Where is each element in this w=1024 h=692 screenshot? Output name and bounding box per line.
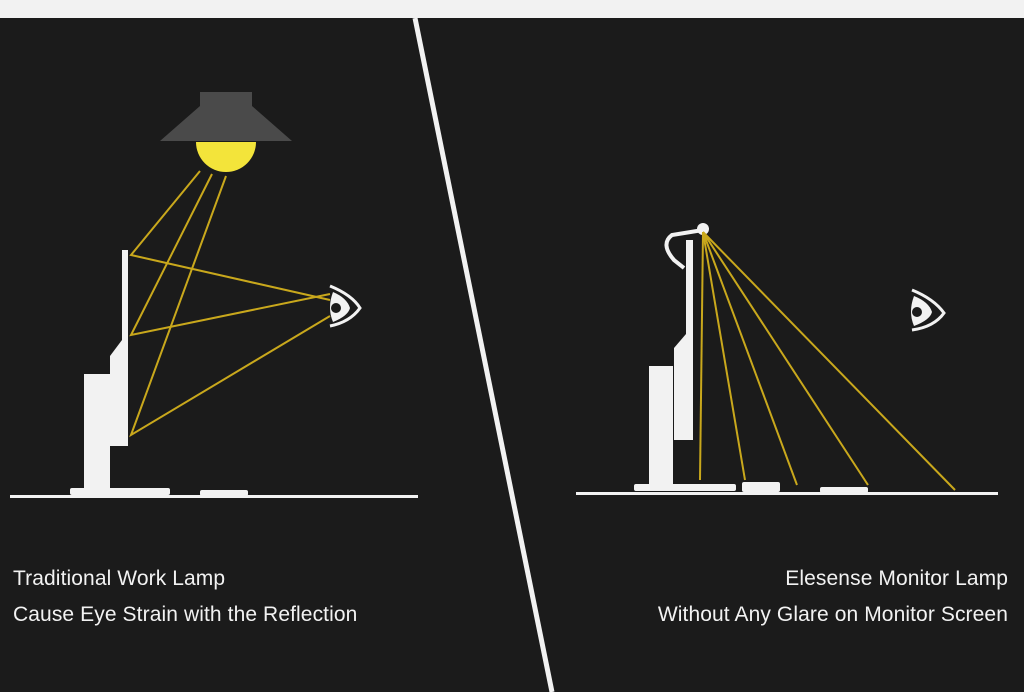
right-caption-subtitle: Without Any Glare on Monitor Screen [657,603,1008,626]
reflected-light-rays [129,170,331,438]
eye-icon [911,288,946,332]
downward-light-rays [699,231,956,491]
monitor-icon [70,250,170,495]
keyboard-icon [200,490,248,496]
desk-surface [10,495,418,498]
eye-icon [329,284,362,328]
right-caption: Elesense Monitor Lamp Without Any Glare … [658,561,1008,633]
left-panel [10,92,418,498]
top-strip [0,0,1024,18]
ceiling-lamp-icon [160,92,292,172]
monitor-icon [634,240,736,491]
monitor-light-bar-icon [664,223,709,270]
right-panel [576,223,998,495]
desk-surface [576,492,998,495]
left-caption: Traditional Work Lamp Cause Eye Strain w… [13,561,357,633]
left-caption-title: Traditional Work Lamp [13,567,226,590]
panel-divider [412,17,555,692]
mouse-icon [820,487,868,493]
keyboard-icon [742,482,780,492]
left-caption-subtitle: Cause Eye Strain with the Reflection [13,603,358,626]
right-caption-title: Elesense Monitor Lamp [785,567,1008,590]
